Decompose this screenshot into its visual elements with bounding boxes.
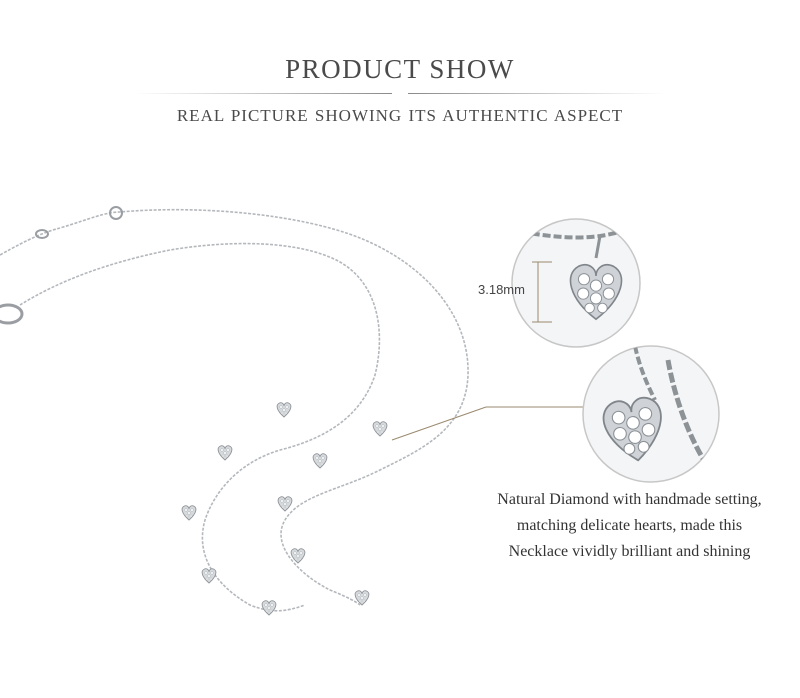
pointer-line: [391, 406, 487, 441]
page-title: PRODUCT SHOW: [285, 54, 515, 84]
description-line: Natural Diamond with handmade setting,: [497, 491, 762, 508]
detail-circle-bottom: [582, 345, 720, 483]
heart-charms: [181, 402, 388, 616]
dimension-label: 3.18mm: [478, 282, 525, 297]
detail-circle-top: [511, 218, 641, 348]
divider-right: [408, 93, 666, 94]
page-subtitle: REAL PICTURE SHOWING ITS AUTHENTIC ASPEC…: [176, 106, 624, 125]
product-description: Natural Diamond with handmade setting, m…: [462, 487, 797, 565]
necklace-chain: [0, 206, 469, 612]
header: PRODUCT SHOW REAL PICTURE SHOWING ITS AU…: [0, 0, 800, 140]
divider-left: [134, 93, 392, 94]
description-line: matching delicate hearts, made this: [516, 517, 743, 534]
description-line: Necklace vividly brilliant and shining: [508, 543, 751, 560]
